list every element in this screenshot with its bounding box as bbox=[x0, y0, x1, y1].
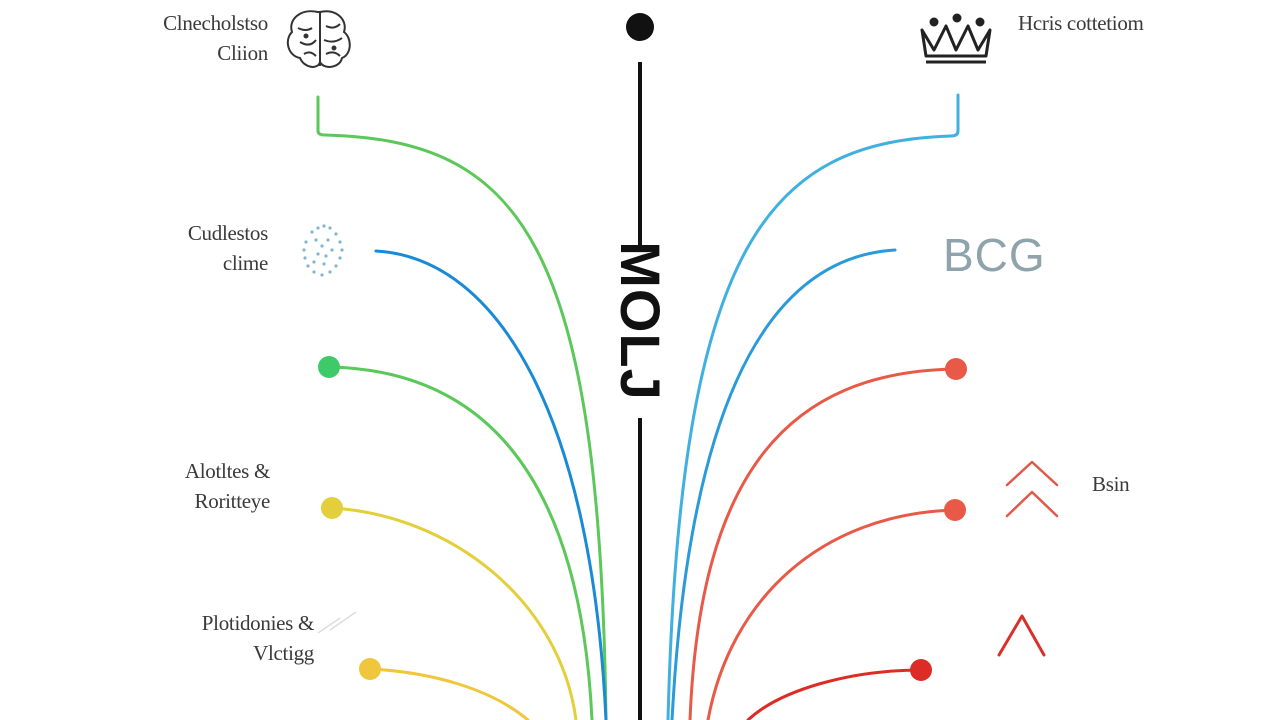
branch-yellow-left bbox=[330, 506, 578, 720]
label-mid-left: Cudlestos clime bbox=[120, 218, 268, 278]
label-lower-right-line1: Bsin bbox=[1092, 472, 1130, 496]
label-mid-left-line1: Cudlestos bbox=[187, 221, 268, 245]
label-lower-left: Alotltes & Roritteye bbox=[120, 456, 270, 516]
dotted-brain-icon bbox=[302, 224, 344, 277]
branch-darkred-bottom-right bbox=[746, 668, 923, 720]
label-top-left-line2: Cliion bbox=[217, 41, 268, 65]
label-lower-left-line1: Alotltes & bbox=[184, 459, 270, 483]
faint-mark bbox=[317, 611, 357, 634]
dot-red-lower-right bbox=[944, 499, 966, 521]
branch-red-upper-right bbox=[688, 367, 957, 720]
branch-red-lower-right bbox=[706, 508, 957, 720]
spine-top-dot bbox=[626, 13, 654, 41]
branch-blue-mid-left bbox=[374, 249, 608, 720]
dot-orange-yellow-left bbox=[359, 658, 381, 680]
label-bottom-left-line2: Vlctigg bbox=[253, 641, 314, 665]
label-lower-left-line2: Roritteye bbox=[194, 489, 271, 513]
dot-red-upper-right bbox=[945, 358, 967, 380]
label-bottom-left: Plotidonies & Vlctigg bbox=[140, 608, 315, 668]
branch-lightblue-top-right bbox=[666, 93, 960, 720]
label-mid-left-line2: clime bbox=[222, 251, 268, 275]
label-lower-right: Bsin bbox=[1092, 469, 1130, 499]
label-top-right: Hcris cottetiom bbox=[1018, 8, 1144, 38]
dot-yellow-left bbox=[321, 497, 343, 519]
label-top-left-line1: Clnecholstso bbox=[163, 11, 268, 35]
branch-orange-yellow-left bbox=[368, 667, 530, 720]
chevron-up-icon bbox=[997, 614, 1046, 657]
center-spine-label: MOLJ bbox=[609, 241, 672, 401]
branch-green-top-left bbox=[316, 95, 608, 720]
branch-green-lower-left bbox=[327, 365, 594, 720]
double-chevron-up-icon bbox=[1005, 460, 1059, 518]
brain-icon bbox=[286, 10, 351, 68]
branch-blue-mid-right bbox=[670, 248, 897, 720]
label-bcg: BCG bbox=[943, 229, 1046, 281]
label-top-right-line1: Hcris cottetiom bbox=[1018, 11, 1144, 35]
crown-icon bbox=[920, 13, 992, 64]
label-top-left: Clnecholstso Cliion bbox=[120, 8, 268, 68]
dot-darkred-right bbox=[910, 659, 932, 681]
label-bottom-left-line1: Plotidonies & bbox=[201, 611, 315, 635]
dot-green-left bbox=[318, 356, 340, 378]
